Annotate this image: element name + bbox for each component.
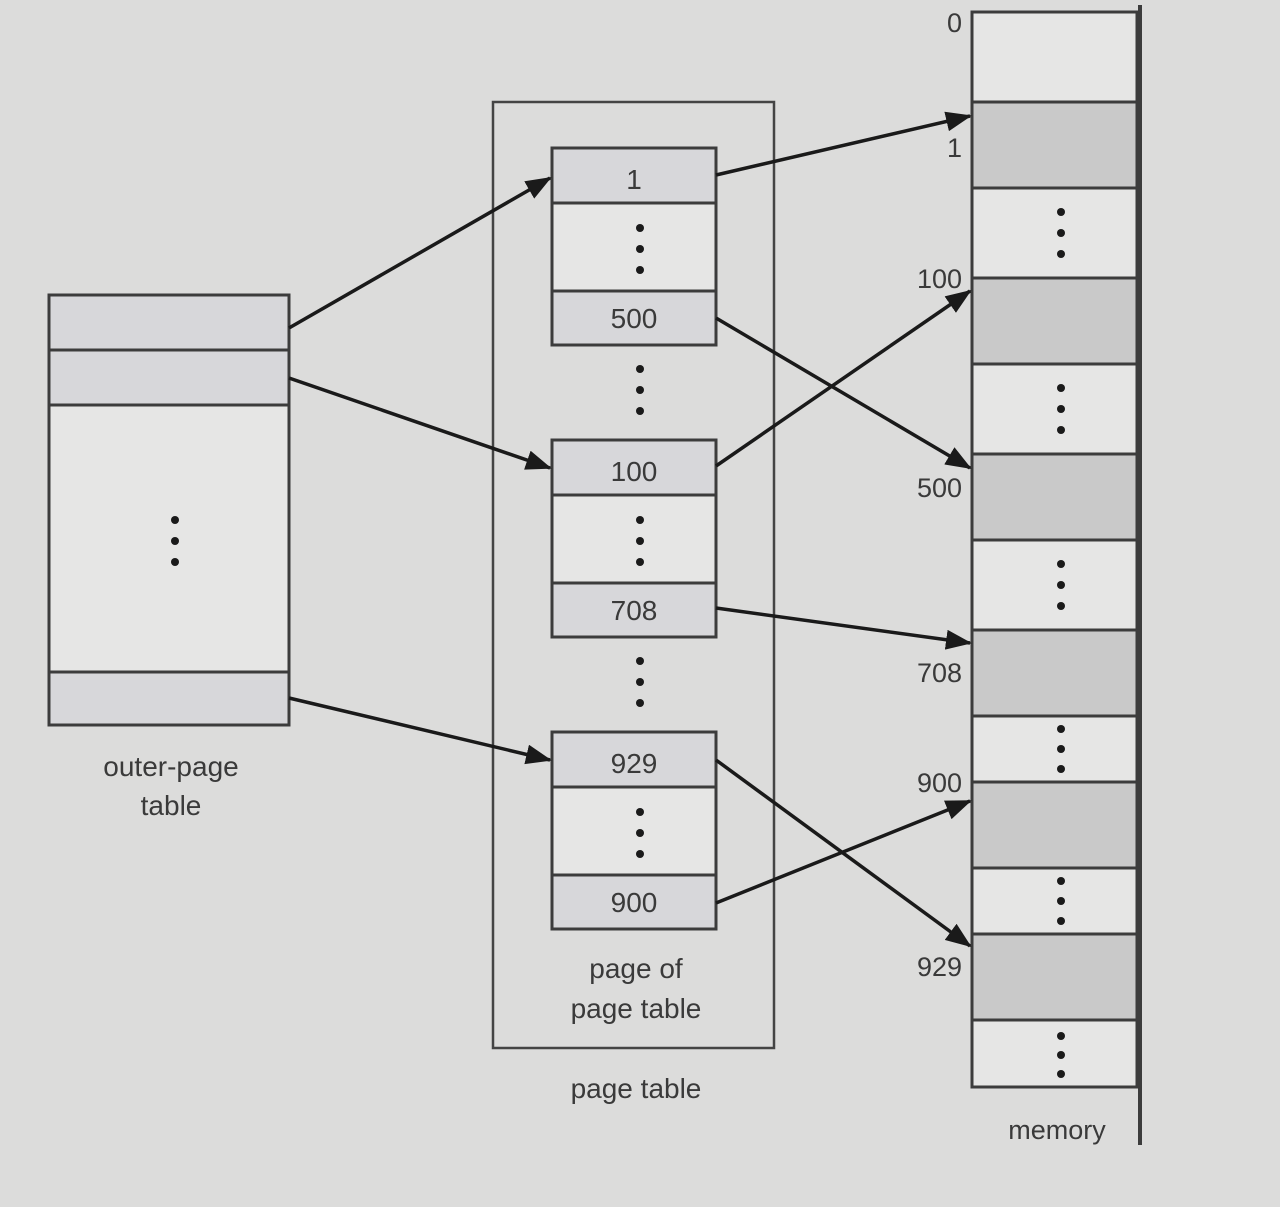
page-table-frame bbox=[491, 100, 776, 1050]
memory-frame bbox=[970, 10, 1139, 1089]
page-table-entry-label: 708 bbox=[611, 595, 658, 626]
ellipsis bbox=[1057, 384, 1065, 434]
ellipsis bbox=[636, 657, 644, 707]
page-table-entry-label: 900 bbox=[611, 887, 658, 918]
outer-page-table-entry-2 bbox=[47, 348, 291, 407]
memory-frame-708 bbox=[970, 628, 1139, 718]
page-table-entry-1 bbox=[550, 146, 718, 205]
arrow-outer-to-page-1 bbox=[288, 176, 552, 330]
arrow-entry-900-to-memory bbox=[715, 799, 972, 905]
page-table-entry-label: 100 bbox=[611, 456, 658, 487]
arrow-entry-500-to-memory bbox=[715, 316, 972, 470]
ellipsis bbox=[1057, 1032, 1065, 1078]
arrow-entry-708-to-memory bbox=[715, 606, 972, 650]
page-of-page-table-2: 100 708 bbox=[550, 438, 718, 639]
ellipsis bbox=[1057, 560, 1065, 610]
memory-frame-929 bbox=[970, 932, 1139, 1022]
page-table-entry-708 bbox=[550, 581, 718, 639]
page-table-label: page table bbox=[571, 1073, 702, 1104]
memory-frame-1 bbox=[970, 100, 1139, 190]
memory-address-label: 929 bbox=[917, 952, 962, 982]
arrow-outer-to-page-100 bbox=[288, 376, 552, 470]
page-table-entry-900 bbox=[550, 873, 718, 931]
ellipsis bbox=[1057, 877, 1065, 925]
memory-address-label: 708 bbox=[917, 658, 962, 688]
memory-address-label: 0 bbox=[947, 8, 962, 38]
ellipsis bbox=[636, 808, 644, 858]
outer-page-table-entry-1 bbox=[47, 293, 291, 352]
ellipsis bbox=[1057, 208, 1065, 258]
memory-frame-900 bbox=[970, 780, 1139, 870]
ellipsis bbox=[1057, 725, 1065, 773]
arrow-outer-to-page-929 bbox=[288, 696, 552, 765]
page-of-page-table-label-line2: page table bbox=[571, 993, 702, 1024]
memory-address-label: 900 bbox=[917, 768, 962, 798]
page-table-entry-929 bbox=[550, 730, 718, 789]
ellipsis bbox=[636, 365, 644, 415]
outer-page-table-label-line1: outer-page bbox=[103, 751, 238, 782]
ellipsis bbox=[636, 516, 644, 566]
memory-label: memory bbox=[1008, 1115, 1106, 1145]
memory-address-label: 500 bbox=[917, 473, 962, 503]
page-of-page-table-3: 929 900 bbox=[550, 730, 718, 931]
memory-address-label: 100 bbox=[917, 264, 962, 294]
outer-page-table: outer-page table bbox=[47, 293, 291, 821]
ellipsis bbox=[636, 224, 644, 274]
page-table-entry-100 bbox=[550, 438, 718, 497]
outer-page-table-ellipsis bbox=[171, 516, 179, 566]
memory-address-label: 1 bbox=[947, 133, 962, 163]
pointer-arrows bbox=[288, 111, 972, 948]
outer-page-table-entry-last bbox=[47, 670, 291, 727]
page-table-entry-label: 1 bbox=[626, 164, 642, 195]
arrow-entry-1-to-memory bbox=[715, 111, 972, 177]
page-table-entry-label: 929 bbox=[611, 748, 658, 779]
memory: 0 1 100 500 708 900 929 memory bbox=[917, 5, 1142, 1145]
memory-frame-500 bbox=[970, 452, 1139, 542]
page-table: page table page of page table 1 500 100 bbox=[491, 100, 776, 1104]
memory-frame-100 bbox=[970, 276, 1139, 366]
outer-page-table-label-line2: table bbox=[141, 790, 202, 821]
page-table-entry-label: 500 bbox=[611, 303, 658, 334]
arrow-entry-100-to-memory bbox=[715, 289, 972, 468]
page-of-page-table-1: 1 500 bbox=[550, 146, 718, 347]
page-of-page-table-label-line1: page of bbox=[589, 953, 683, 984]
